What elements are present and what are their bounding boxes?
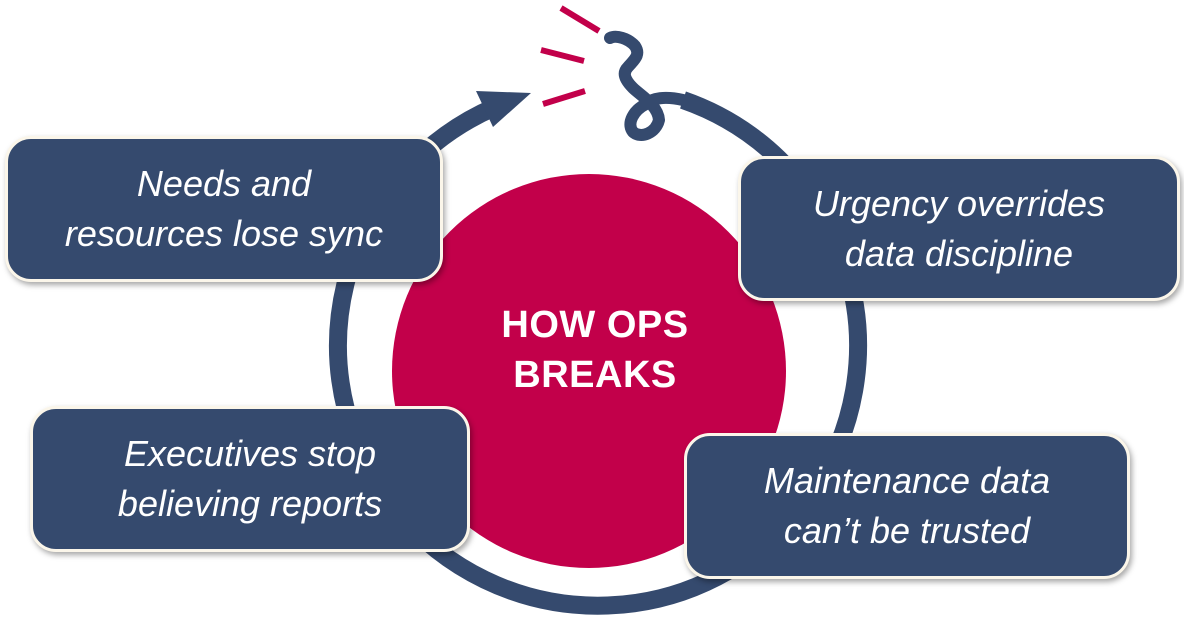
center-title-line-1: HOW OPS [501, 304, 689, 346]
cycle-arrow-icon [476, 91, 531, 127]
stage-text-line-1: Executives stop [123, 433, 377, 474]
center-title-line-2: BREAKS [513, 354, 677, 396]
stage-box-urgency: Urgency overrides data discipline [738, 156, 1180, 301]
stage-text-line-1: Maintenance data [763, 460, 1051, 501]
broken-link-icon [604, 30, 689, 141]
stage-text-line-1: Needs and [136, 163, 312, 204]
stage-text-line-2: can’t be trusted [783, 510, 1031, 551]
break-spark-icon [540, 5, 601, 107]
stage-box-needs-resources: Needs and resources lose sync [5, 136, 443, 282]
stage-box-executives: Executives stop believing reports [30, 406, 470, 552]
stage-text-line-2: data discipline [844, 232, 1074, 274]
stage-text-line-2: believing reports [117, 483, 383, 524]
center-title: HOW OPS BREAKS [430, 300, 760, 400]
stage-text-line-1: Urgency overrides [812, 182, 1106, 224]
stage-text-line-2: resources lose sync [64, 213, 384, 254]
stage-box-maintenance-data: Maintenance data can’t be trusted [684, 433, 1130, 579]
